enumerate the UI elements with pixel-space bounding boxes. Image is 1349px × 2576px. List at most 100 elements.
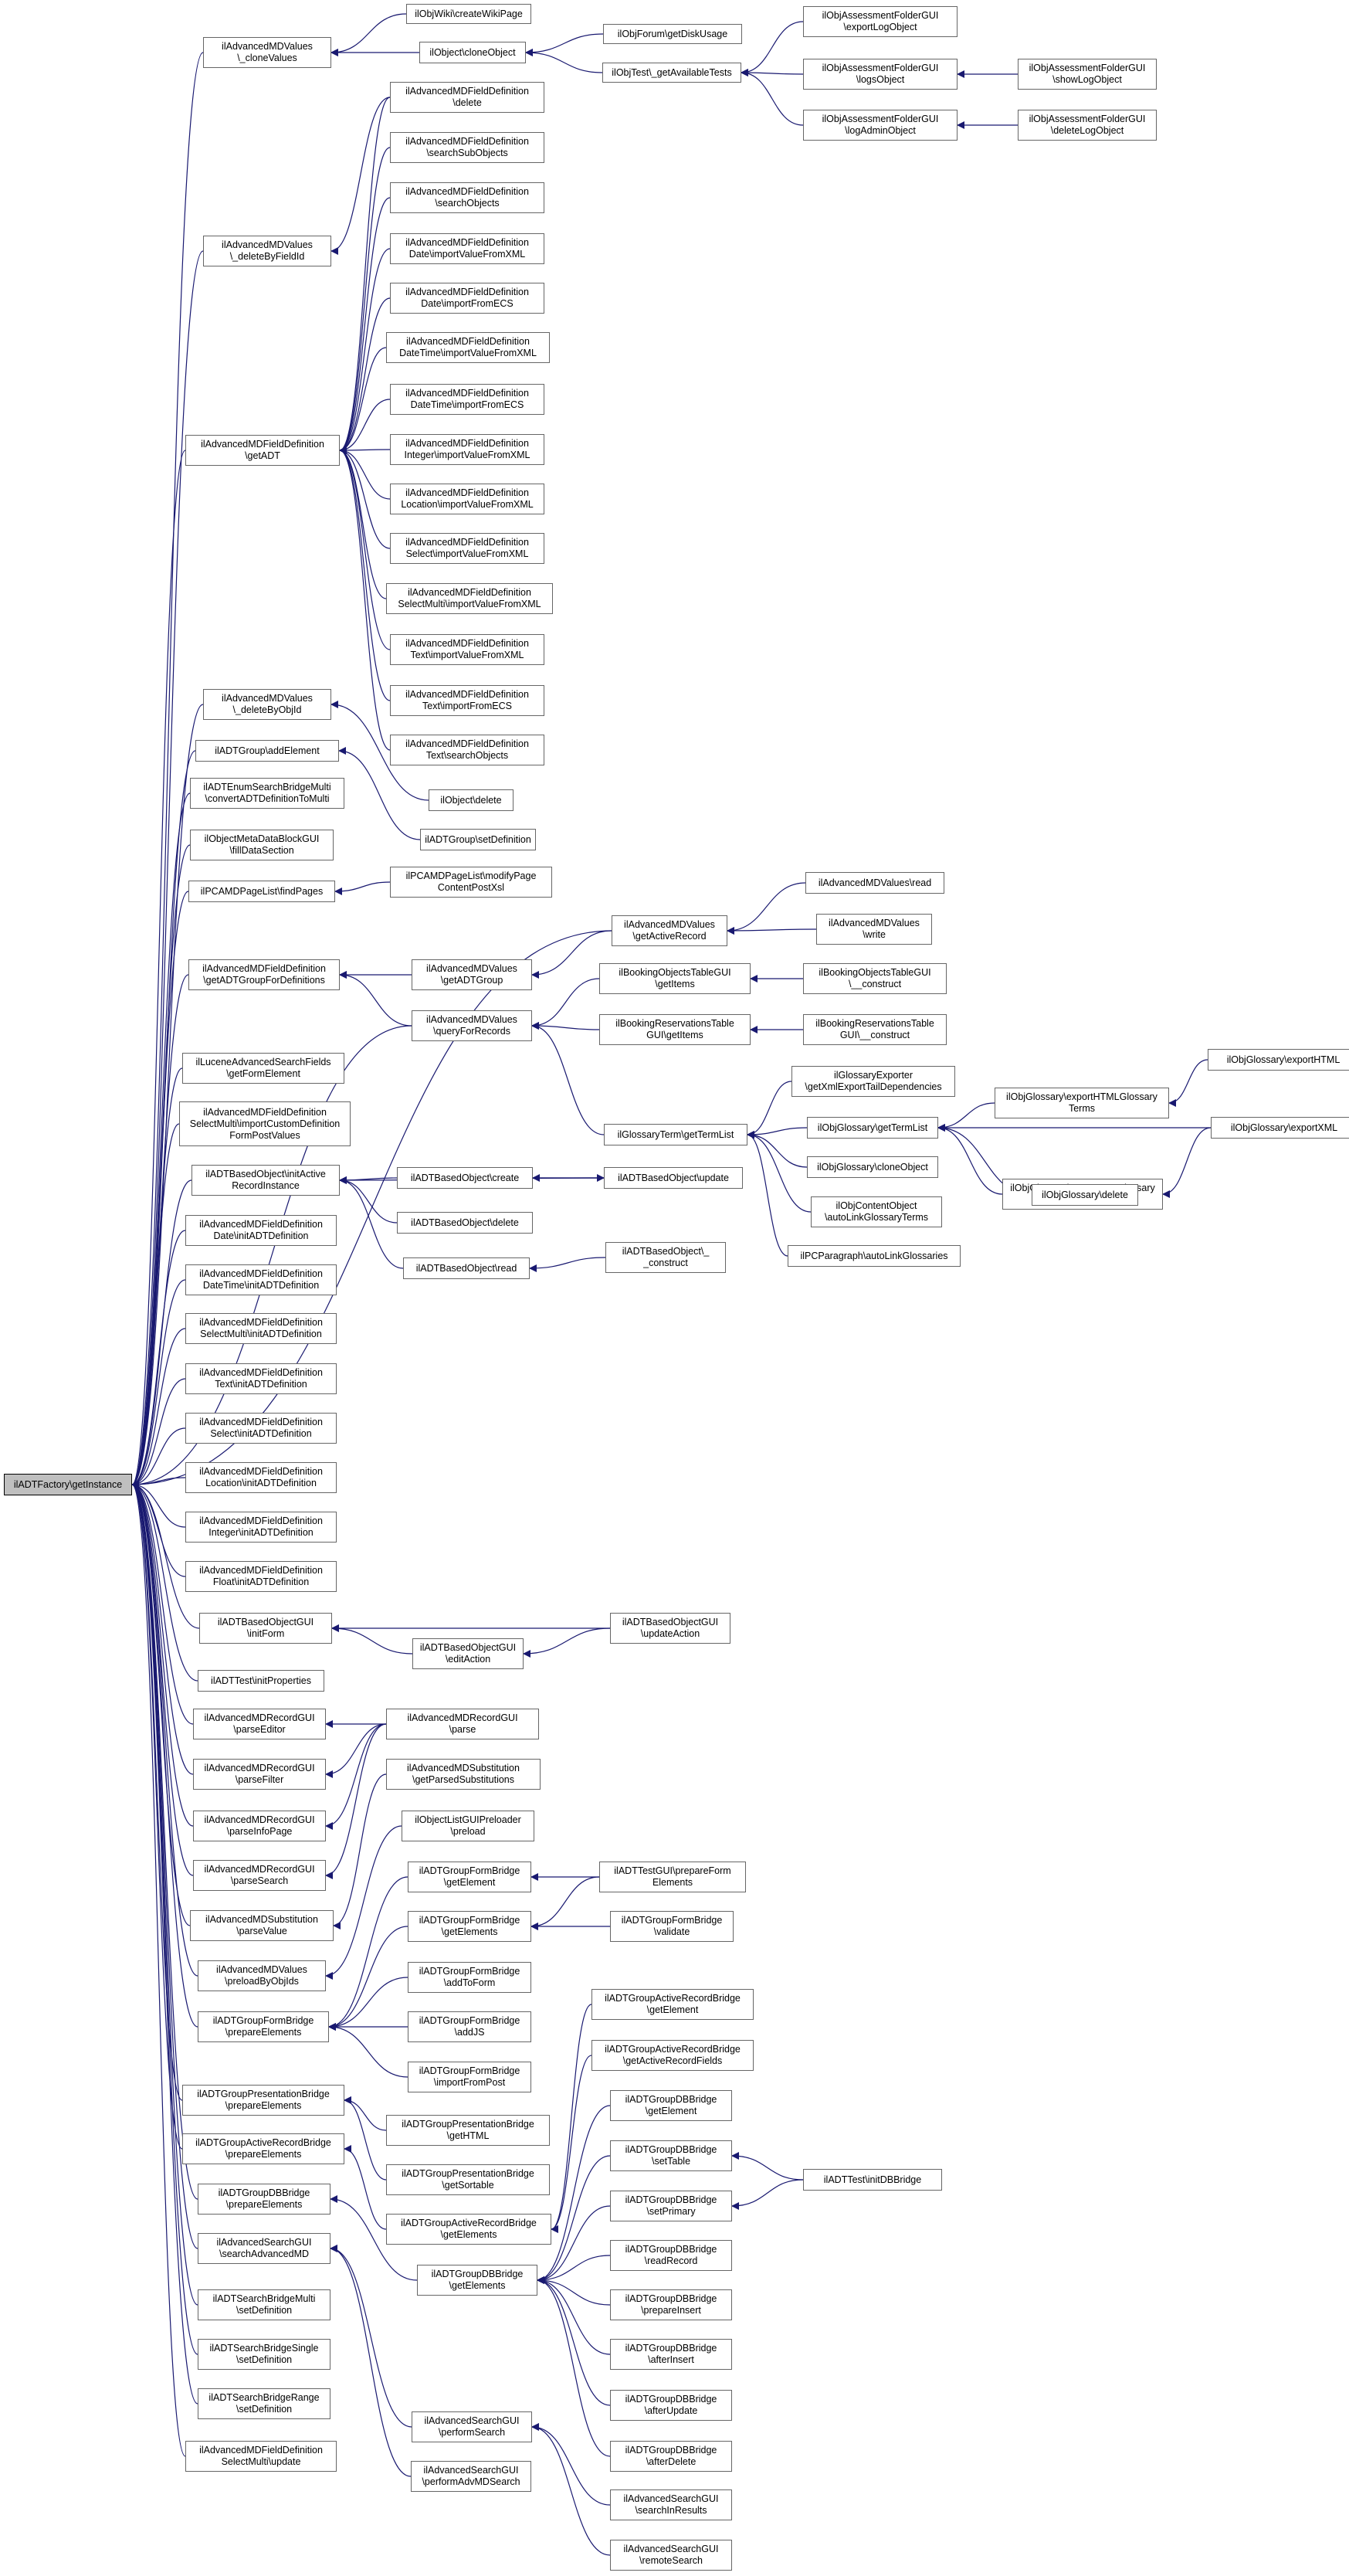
- graph-node[interactable]: ilAdvancedSearchGUI\performAdvMDSearch: [411, 2461, 531, 2492]
- graph-node[interactable]: ilObjAssessmentFolderGUI\deleteLogObject: [1018, 110, 1157, 141]
- graph-node[interactable]: ilObjGlossary\exportHTML: [1208, 1049, 1349, 1071]
- graph-node[interactable]: ilADTBasedObjectGUI\updateAction: [610, 1613, 730, 1644]
- graph-node[interactable]: ilADTSearchBridgeRange\setDefinition: [198, 2388, 330, 2419]
- graph-node[interactable]: ilPCParagraph\autoLinkGlossaries: [788, 1245, 961, 1267]
- graph-node[interactable]: ilAdvancedMDValues\preloadByObjIds: [198, 1960, 326, 1991]
- graph-node[interactable]: ilPCAMDPageList\findPages: [188, 881, 335, 902]
- graph-node[interactable]: ilADTGroupFormBridge\getElement: [408, 1862, 531, 1892]
- graph-node[interactable]: ilAdvancedMDValues\_deleteByObjId: [203, 689, 331, 720]
- graph-node[interactable]: ilADTGroupDBBridge\readRecord: [610, 2240, 732, 2271]
- graph-node[interactable]: ilAdvancedMDFieldDefinition\getADT: [185, 435, 340, 466]
- graph-node[interactable]: ilADTGroupPresentationBridge\prepareElem…: [182, 2085, 344, 2116]
- graph-node[interactable]: ilBookingObjectsTableGUI\getItems: [599, 963, 751, 994]
- graph-node[interactable]: ilADTSearchBridgeSingle\setDefinition: [198, 2339, 330, 2370]
- graph-node[interactable]: ilObjTest\_getAvailableTests: [602, 63, 741, 83]
- graph-node[interactable]: ilObjGlossary\cloneObject: [807, 1156, 938, 1178]
- graph-node[interactable]: ilAdvancedMDRecordGUI\parse: [386, 1709, 539, 1739]
- graph-node[interactable]: ilADTGroupActiveRecordBridge\getActiveRe…: [591, 2040, 754, 2071]
- graph-node[interactable]: ilADTBasedObject\delete: [397, 1212, 533, 1234]
- graph-node[interactable]: ilAdvancedMDValues\getActiveRecord: [612, 915, 727, 946]
- graph-node[interactable]: ilObjAssessmentFolderGUI\exportLogObject: [803, 6, 958, 37]
- graph-node[interactable]: ilGlossaryExporter\getXmlExportTailDepen…: [791, 1066, 955, 1097]
- graph-node[interactable]: ilAdvancedMDValues\_deleteByFieldId: [203, 236, 331, 266]
- graph-node[interactable]: ilADTGroupDBBridge\prepareInsert: [610, 2289, 732, 2320]
- graph-node[interactable]: ilBookingObjectsTableGUI\__construct: [803, 963, 947, 994]
- graph-node[interactable]: ilObject\cloneObject: [419, 42, 526, 63]
- graph-node[interactable]: ilAdvancedSearchGUI\searchAdvancedMD: [198, 2233, 330, 2264]
- graph-node[interactable]: ilADTGroupDBBridge\setPrimary: [610, 2191, 732, 2221]
- graph-node[interactable]: ilADTBasedObject\create: [397, 1167, 533, 1189]
- graph-node[interactable]: ilADTGroupDBBridge\getElements: [417, 2265, 537, 2296]
- graph-node[interactable]: ilObjContentObject\autoLinkGlossaryTerms: [811, 1196, 942, 1227]
- graph-node[interactable]: ilADTGroup\setDefinition: [420, 829, 536, 850]
- graph-node[interactable]: ilAdvancedSearchGUI\searchInResults: [610, 2489, 732, 2520]
- graph-node[interactable]: ilADTBasedObject\read: [403, 1257, 530, 1279]
- graph-node[interactable]: ilADTGroupFormBridge\getElements: [408, 1911, 531, 1942]
- graph-node[interactable]: ilADTGroupDBBridge\afterInsert: [610, 2339, 732, 2370]
- graph-node[interactable]: ilAdvancedMDFieldDefinition\delete: [390, 82, 544, 113]
- graph-node[interactable]: ilADTGroup\addElement: [195, 740, 339, 762]
- graph-node[interactable]: ilAdvancedMDValues\_cloneValues: [203, 37, 331, 68]
- graph-node[interactable]: ilADTGroupActiveRecordBridge\prepareElem…: [182, 2133, 344, 2164]
- graph-node[interactable]: ilAdvancedMDSubstitution\parseValue: [190, 1910, 334, 1941]
- graph-node[interactable]: ilADTBasedObjectGUI\initForm: [199, 1613, 332, 1644]
- graph-node[interactable]: ilADTTest\initProperties: [198, 1670, 324, 1692]
- graph-node[interactable]: ilGlossaryTerm\getTermList: [604, 1124, 747, 1145]
- graph-node[interactable]: ilADTTest\initDBBridge: [803, 2169, 942, 2191]
- graph-node[interactable]: ilAdvancedMDRecordGUI\parseSearch: [193, 1860, 326, 1891]
- graph-node[interactable]: ilAdvancedMDValues\getADTGroup: [412, 959, 532, 990]
- graph-node[interactable]: ilLuceneAdvancedSearchFields\getFormElem…: [182, 1053, 344, 1084]
- graph-node[interactable]: ilADTBasedObject\update: [604, 1167, 743, 1189]
- graph-node[interactable]: ilADTGroupActiveRecordBridge\getElement: [591, 1989, 754, 2020]
- graph-node[interactable]: ilADTSearchBridgeMulti\setDefinition: [198, 2289, 330, 2320]
- graph-node[interactable]: ilADTBasedObjectGUI\editAction: [412, 1638, 524, 1669]
- graph-node[interactable]: ilADTGroupDBBridge\setTable: [610, 2140, 732, 2171]
- graph-node[interactable]: ilObjAssessmentFolderGUI\logsObject: [803, 59, 958, 90]
- root-node[interactable]: ilADTFactory\getInstance: [4, 1474, 132, 1495]
- graph-node[interactable]: ilADTGroupFormBridge\importFromPost: [408, 2062, 531, 2092]
- graph-node[interactable]: ilObjectListGUIPreloader\preload: [402, 1811, 534, 1841]
- graph-node[interactable]: ilAdvancedSearchGUI\remoteSearch: [610, 2540, 732, 2571]
- graph-node[interactable]: ilObjAssessmentFolderGUI\showLogObject: [1018, 59, 1157, 90]
- graph-node[interactable]: ilADTBasedObject\__construct: [605, 1242, 726, 1273]
- graph-node[interactable]: ilObjAssessmentFolderGUI\logAdminObject: [803, 110, 958, 141]
- graph-node[interactable]: ilObjGlossary\delete: [1032, 1184, 1138, 1206]
- graph-node[interactable]: ilADTGroupDBBridge\prepareElements: [198, 2184, 330, 2215]
- graph-node[interactable]: ilADTGroupDBBridge\afterDelete: [610, 2441, 732, 2472]
- graph-node[interactable]: ilADTGroupFormBridge\validate: [610, 1911, 734, 1942]
- graph-node[interactable]: ilObjWiki\createWikiPage: [406, 4, 531, 24]
- graph-node[interactable]: ilADTGroupPresentationBridge\getSortable: [386, 2164, 550, 2195]
- graph-node[interactable]: ilAdvancedMDRecordGUI\parseFilter: [193, 1759, 326, 1790]
- graph-node[interactable]: ilADTGroupDBBridge\getElement: [610, 2090, 732, 2121]
- graph-node[interactable]: ilObjGlossary\exportXML: [1211, 1117, 1349, 1139]
- graph-node[interactable]: ilObjForum\getDiskUsage: [603, 24, 742, 44]
- graph-node[interactable]: ilObject\delete: [429, 789, 514, 811]
- graph-node[interactable]: ilADTGroupFormBridge\addJS: [408, 2011, 531, 2042]
- graph-node[interactable]: ilObjGlossary\getTermList: [807, 1117, 938, 1139]
